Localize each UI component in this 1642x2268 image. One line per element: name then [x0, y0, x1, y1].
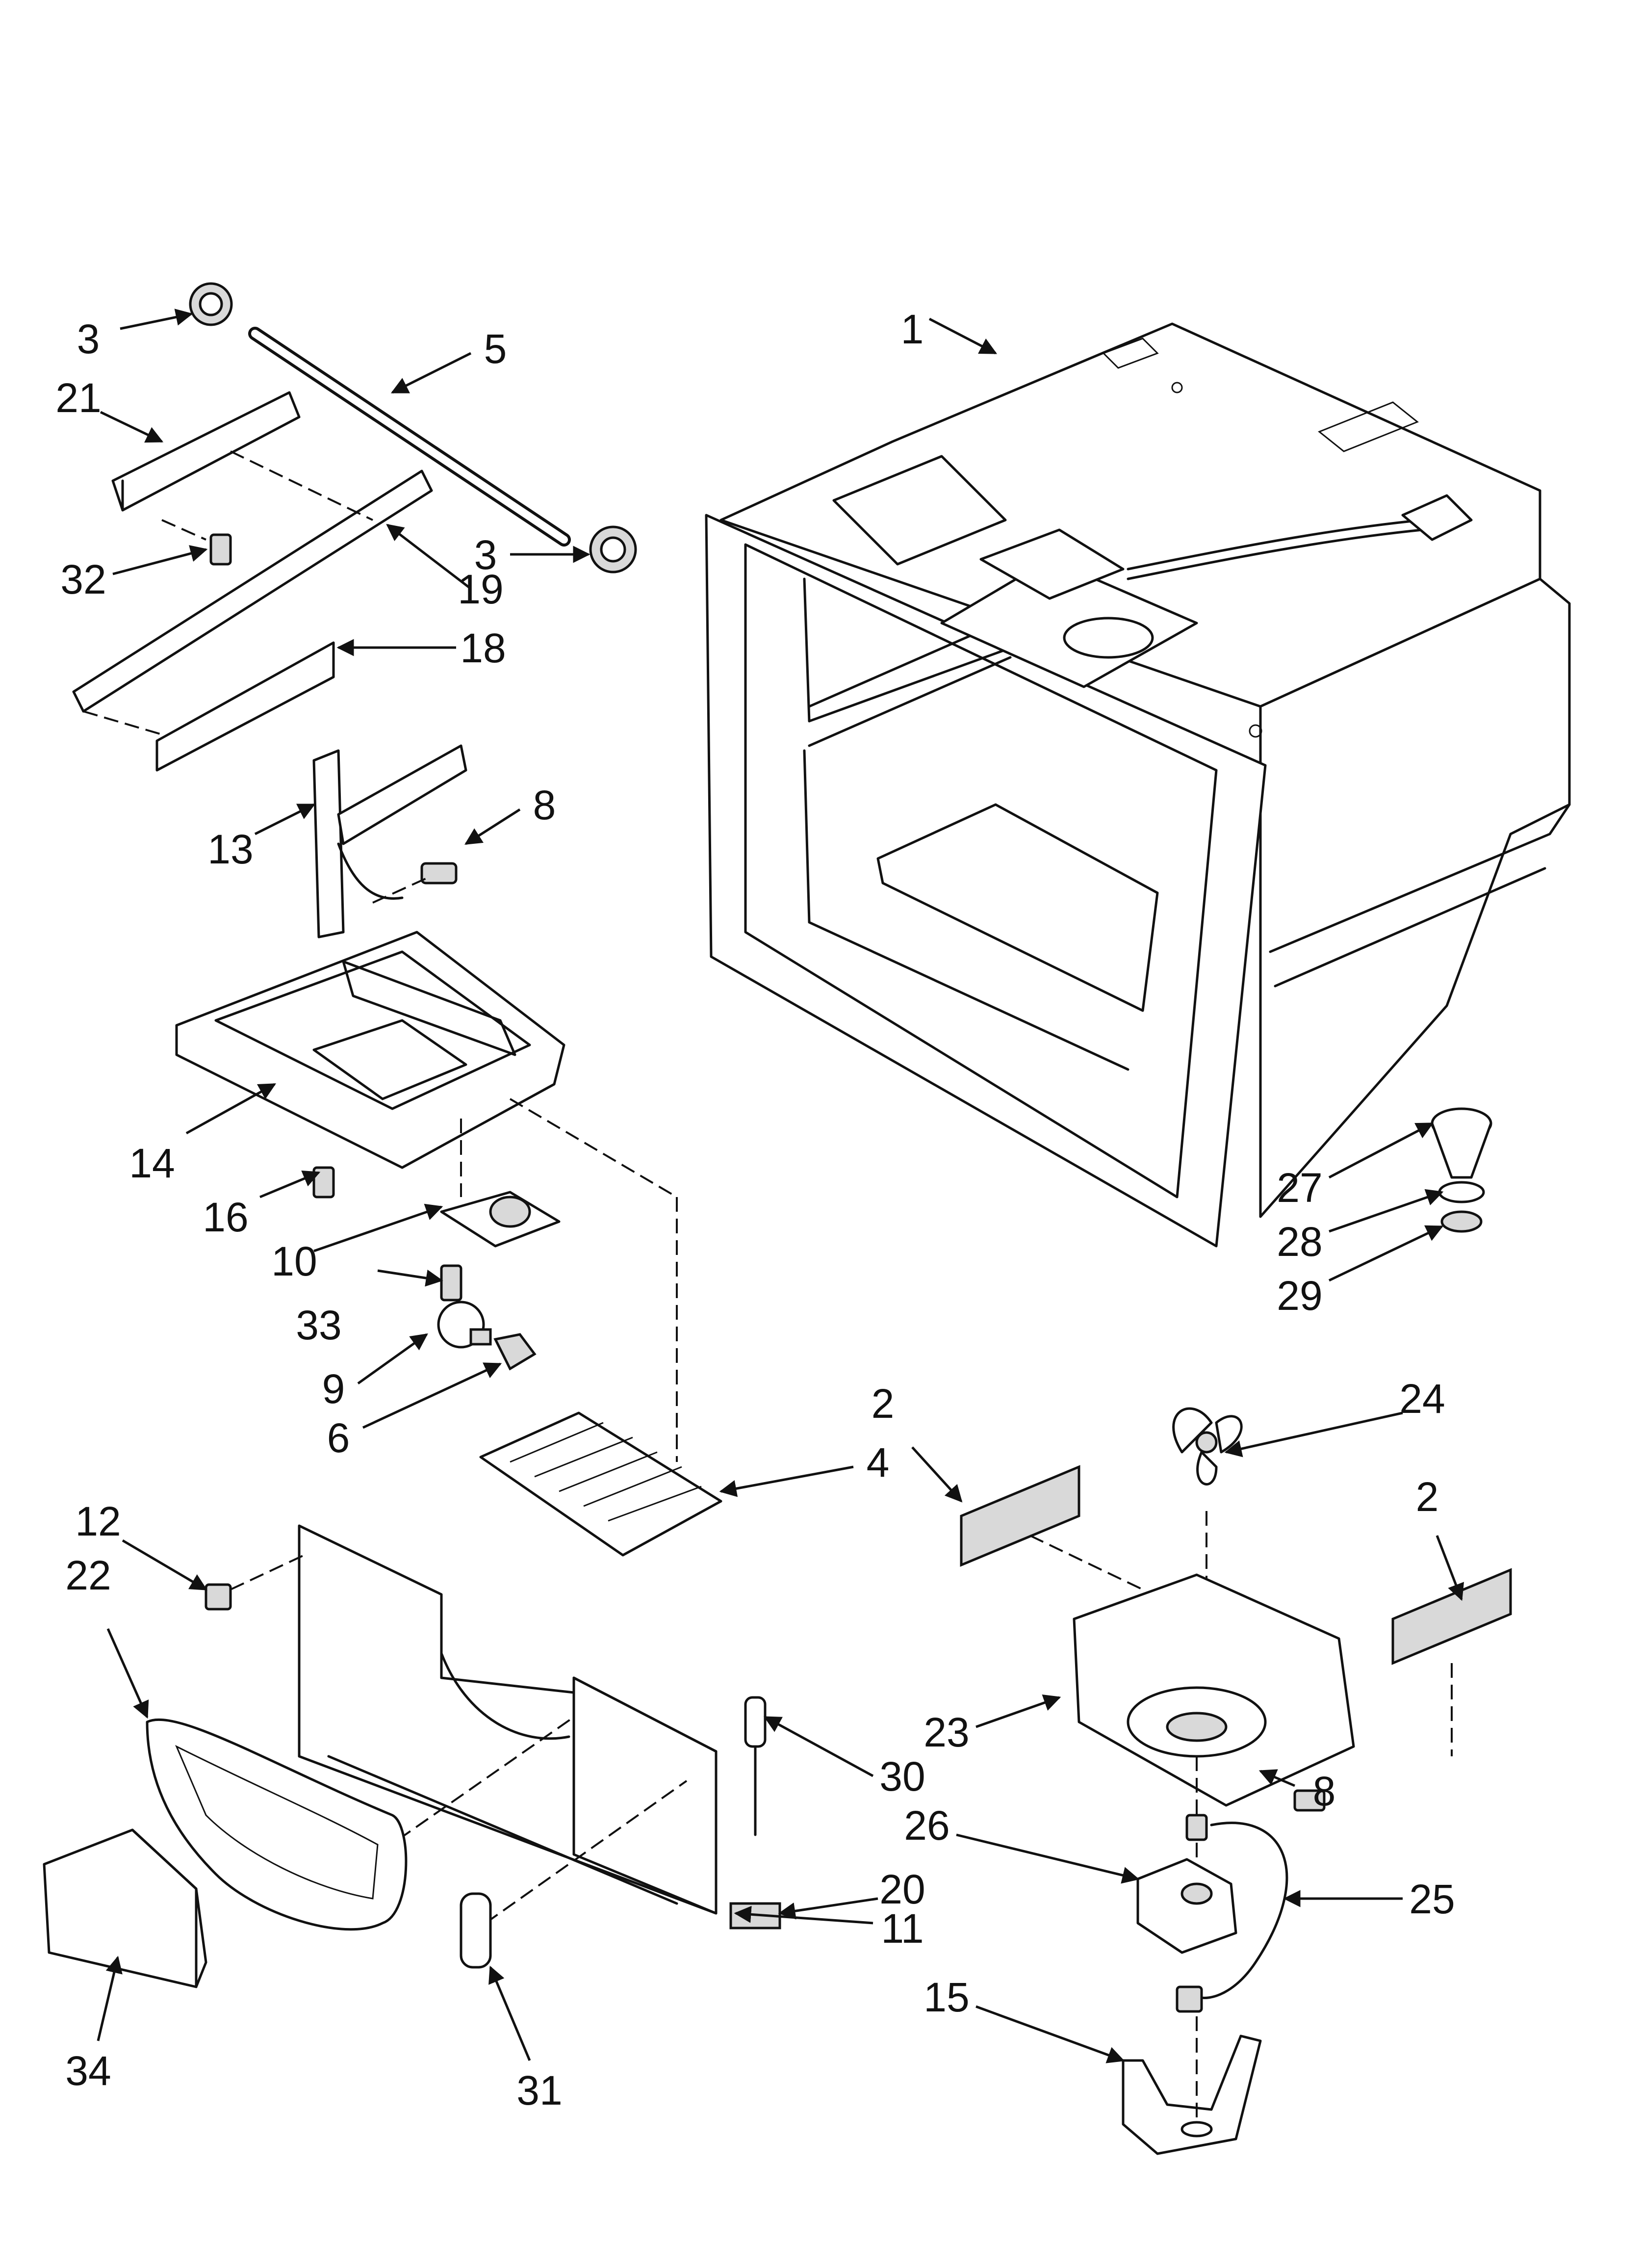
callout-15: 15 [924, 1974, 969, 2020]
slide-rail-parts [72, 391, 433, 772]
callout-19: 19 [458, 566, 503, 612]
callout-6: 6 [327, 1415, 350, 1461]
callout-21: 21 [55, 375, 101, 421]
callout-33: 33 [296, 1302, 341, 1348]
callout-14: 14 [129, 1140, 175, 1186]
callout-32: 32 [60, 556, 106, 602]
callout-3a: 3 [77, 316, 100, 362]
callout-26: 26 [904, 1802, 949, 1849]
callout-3b: 3 [474, 532, 497, 578]
sensor-parts [460, 1696, 767, 1969]
light-assembly-parts [437, 1191, 561, 1371]
motor-bracket-part [1122, 2016, 1262, 2155]
callout-22: 22 [65, 1552, 111, 1598]
callout-29: 29 [1277, 1273, 1322, 1319]
callout-12: 12 [75, 1498, 121, 1544]
cover-part [43, 1828, 207, 1988]
fan-motor-part [1136, 1814, 1288, 2013]
callout-5: 5 [484, 326, 507, 372]
callout-34: 34 [65, 2048, 111, 2094]
fan-shroud-part [1073, 1573, 1355, 1859]
fan-blade-part [1172, 1407, 1243, 1599]
callout-2b: 2 [1416, 1474, 1439, 1520]
callout-30: 30 [879, 1753, 925, 1799]
callout-10: 10 [271, 1238, 317, 1284]
rear-panel-part [205, 1524, 781, 1929]
callout-25: 25 [1409, 1876, 1455, 1922]
callout-27: 27 [1277, 1165, 1322, 1211]
callout-9: 9 [322, 1366, 345, 1412]
freezer-liner-part [705, 322, 1571, 1248]
callout-4: 4 [867, 1439, 890, 1486]
foam-strip-parts [960, 1465, 1512, 1756]
callout-8a: 8 [533, 782, 556, 828]
rod-and-pinion-part [189, 282, 637, 574]
callout-16: 16 [203, 1194, 248, 1240]
callout-8b: 8 [1313, 1768, 1336, 1814]
callout-2a: 2 [872, 1381, 895, 1427]
leveler-parts [1431, 1107, 1492, 1233]
grille-part [146, 1718, 408, 1931]
bracket-part [312, 744, 467, 938]
drip-tray-part [479, 1411, 722, 1557]
control-housing-part [175, 931, 678, 1462]
callout-1: 1 [901, 306, 924, 352]
callout-labels: 1 2 2 3 3 4 5 6 8 8 9 10 11 12 13 14 15 … [55, 306, 1455, 2113]
callout-11: 11 [881, 1905, 924, 1952]
callout-31: 31 [516, 2067, 562, 2113]
callout-13: 13 [207, 826, 253, 872]
callout-24: 24 [1399, 1376, 1445, 1422]
callout-23: 23 [924, 1709, 969, 1755]
callout-18: 18 [460, 625, 506, 671]
leader-lines [97, 309, 1464, 2063]
callout-28: 28 [1277, 1219, 1322, 1265]
callout-20: 20 [879, 1866, 925, 1912]
